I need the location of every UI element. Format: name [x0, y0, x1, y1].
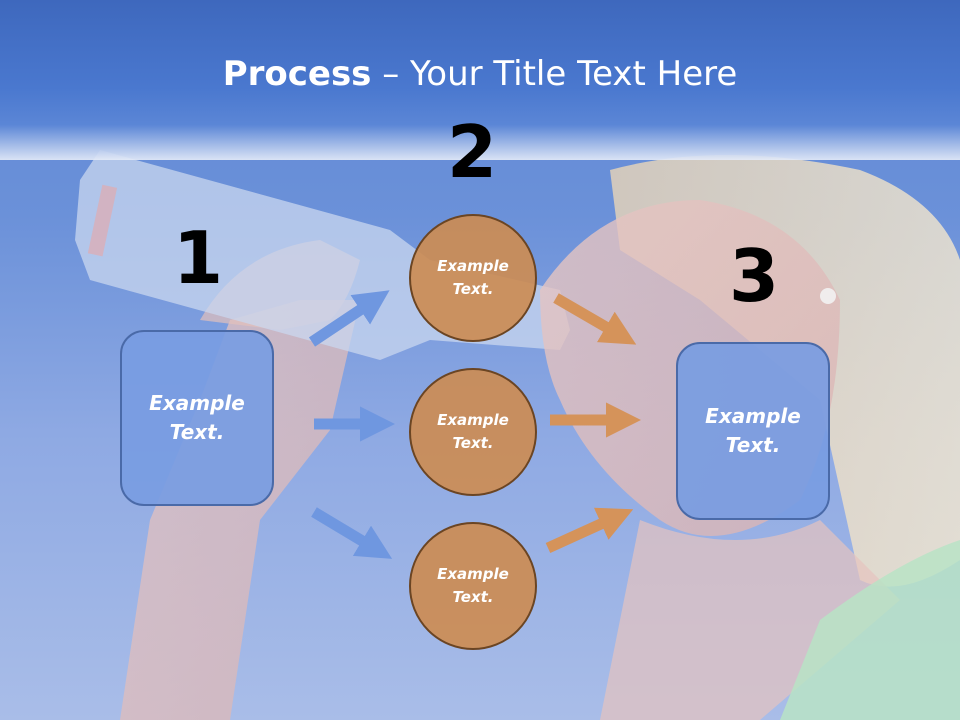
title-rest: – Your Title Text Here [371, 54, 738, 94]
circle-middle: Example Text. [409, 368, 537, 496]
circle-bottom: Example Text. [409, 522, 537, 650]
left-box-text: Example Text. [149, 391, 245, 444]
circle-bottom-text: Example Text. [437, 565, 509, 606]
circle-top: Example Text. [409, 214, 537, 342]
page-title: Process – Your Title Text Here [0, 52, 960, 96]
title-band [0, 0, 960, 160]
right-box: Example Text. [676, 342, 830, 520]
circle-middle-text: Example Text. [437, 411, 509, 452]
step-number-2: 2 [446, 110, 498, 194]
title-bold: Process [222, 54, 372, 94]
step-number-3: 3 [728, 234, 780, 318]
right-box-text: Example Text. [705, 404, 801, 457]
step-number-1: 1 [172, 216, 224, 300]
left-box: Example Text. [120, 330, 274, 506]
circle-top-text: Example Text. [437, 257, 509, 298]
